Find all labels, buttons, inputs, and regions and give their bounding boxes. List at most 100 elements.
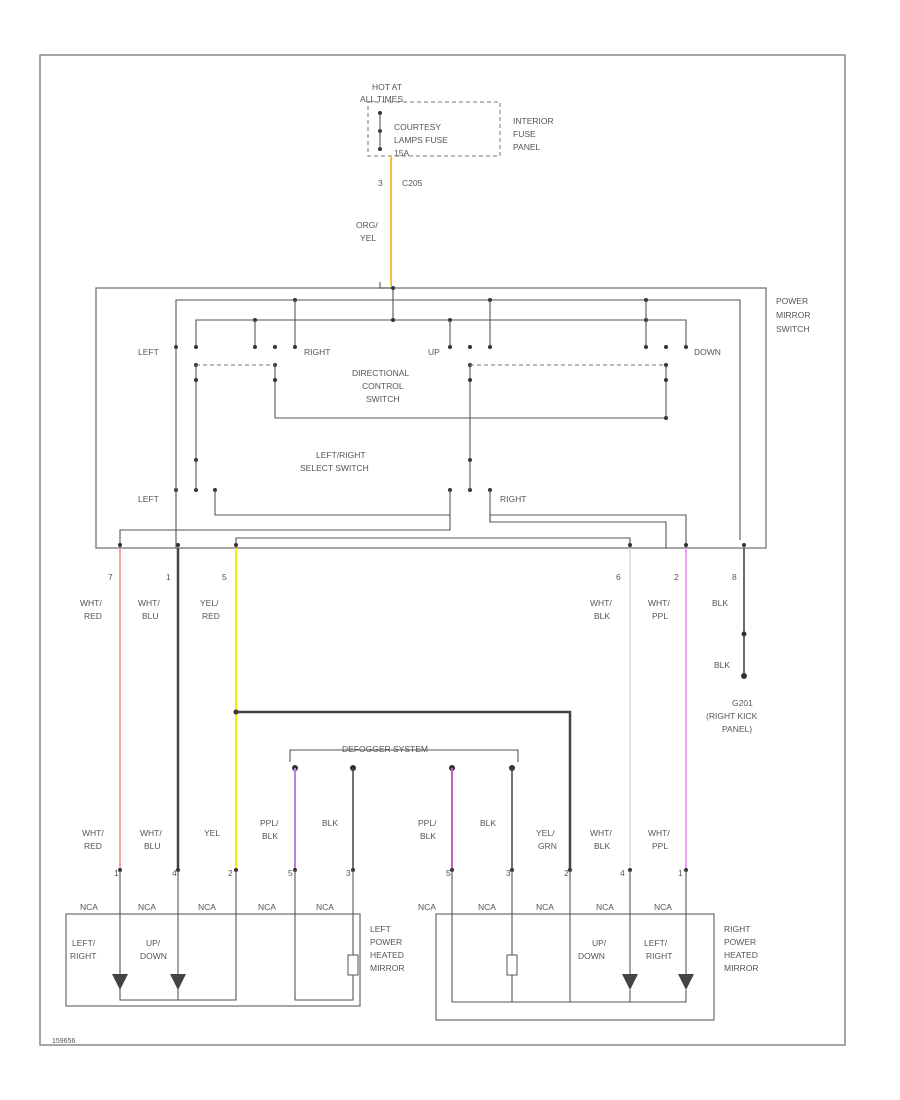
upper-wire-6-pin: 8 (732, 572, 737, 582)
right-mirror-label-line3: HEATED (724, 950, 758, 960)
fuse-rating: 15A (394, 148, 409, 158)
left-mirror-label-line1: LEFT (370, 924, 391, 934)
right-mirror-label-line1: RIGHT (724, 924, 750, 934)
lower-6-pin: 5 (446, 868, 451, 878)
select-label-line1: LEFT/RIGHT (316, 450, 366, 460)
lower-5-conn: NCA (316, 902, 334, 912)
lower-4-line1: PPL/ (260, 818, 279, 828)
upper-wire-1-line1: WHT/ (80, 598, 102, 608)
lower-3-line1: YEL (204, 828, 220, 838)
left-motor2-line2: DOWN (140, 951, 167, 961)
feed-pin: 3 (378, 178, 383, 188)
lower-4-conn: NCA (258, 902, 276, 912)
upper-wire-4-line1: WHT/ (590, 598, 612, 608)
directional-label-line2: CONTROL (362, 381, 404, 391)
ground-g201: BLK G201 (RIGHT KICK PANEL) (706, 631, 758, 734)
lower-10-pin: 1 (678, 868, 683, 878)
directional-label-line3: SWITCH (366, 394, 400, 404)
outer-frame (39, 54, 846, 1046)
lower-7-conn: NCA (478, 902, 496, 912)
upper-wire-5-line2: PPL (652, 611, 668, 621)
pos-up-label: UP (428, 347, 440, 357)
fuse-name-line1: COURTESY (394, 122, 441, 132)
lower-9-conn: NCA (596, 902, 614, 912)
lower-1-line1: WHT/ (82, 828, 104, 838)
figure-id: 159656 (52, 1038, 75, 1045)
right-motor2-line1: LEFT/ (644, 938, 668, 948)
lower-2-line2: BLU (144, 841, 161, 851)
all-times-label: ALL TIMES (360, 94, 403, 104)
select-left-label: LEFT (138, 494, 159, 504)
lower-1-pin: 1 (114, 868, 119, 878)
lower-5-line1: BLK (322, 818, 338, 828)
lower-2-line1: WHT/ (140, 828, 162, 838)
feed-wire-color-line1: ORG/ (356, 220, 378, 230)
lower-5-pin: 3 (346, 868, 351, 878)
right-mirror-label-line4: MIRROR (724, 963, 758, 973)
lower-3-pin: 2 (228, 868, 233, 878)
upper-wire-3-pin: 5 (222, 572, 227, 582)
switch-label-line1: POWER (776, 296, 808, 306)
left-motor1-line2: RIGHT (70, 951, 96, 961)
lower-2-conn: NCA (138, 902, 156, 912)
feed-connector: C205 (402, 178, 423, 188)
left-mirror-label-line3: HEATED (370, 950, 404, 960)
select-right-label: RIGHT (500, 494, 526, 504)
upper-wire-5-pin: 2 (674, 572, 679, 582)
select-label-line2: SELECT SWITCH (300, 463, 369, 473)
left-mirror-label-line2: POWER (370, 937, 402, 947)
lower-7-pin: 3 (506, 868, 511, 878)
upper-wire-2-line1: WHT/ (138, 598, 160, 608)
lower-10-line2: PPL (652, 841, 668, 851)
upper-wires: 7 WHT/ RED 1 WHT/ BLU 5 YEL/ RED 6 WHT/ … (80, 548, 745, 870)
panel-label-line3: PANEL (513, 142, 541, 152)
lower-8-line2: GRN (538, 841, 557, 851)
pos-down-label: DOWN (694, 347, 721, 357)
right-motor1-line1: UP/ (592, 938, 607, 948)
wire-yel-grn (236, 710, 572, 870)
left-motor1-line1: LEFT/ (72, 938, 96, 948)
ground-label-line1: G201 (732, 698, 753, 708)
upper-wire-3-line1: YEL/ (200, 598, 219, 608)
lower-7-line1: BLK (480, 818, 496, 828)
right-power-heated-mirror: UP/ DOWN LEFT/ RIGHT RIGHT POWER HEATED … (435, 870, 758, 1021)
right-motor1-line2: DOWN (578, 951, 605, 961)
upper-wire-5-line1: WHT/ (648, 598, 670, 608)
left-motor2-line1: UP/ (146, 938, 161, 948)
fuse-panel: HOT AT ALL TIMES COURTESY LAMPS FUSE 15A… (360, 82, 554, 158)
upper-wire-4-line2: BLK (594, 611, 610, 621)
directional-label-line1: DIRECTIONAL (352, 368, 409, 378)
ground-label-line3: PANEL) (722, 724, 752, 734)
lower-1-conn: NCA (80, 902, 98, 912)
lower-8-line1: YEL/ (536, 828, 555, 838)
lower-8-conn: NCA (536, 902, 554, 912)
switch-label-line2: MIRROR (776, 310, 810, 320)
connector-pins (118, 868, 688, 872)
lower-8-pin: 2 (564, 868, 569, 878)
feed-wire-color-line2: YEL (360, 233, 376, 243)
panel-label-line1: INTERIOR (513, 116, 554, 126)
lower-3-conn: NCA (198, 902, 216, 912)
ground-wire-label: BLK (714, 660, 730, 670)
defogger-label: DEFOGGER SYSTEM (342, 744, 428, 754)
upper-wire-1-line2: RED (84, 611, 102, 621)
lower-10-conn: NCA (654, 902, 672, 912)
ground-label-line2: (RIGHT KICK (706, 711, 758, 721)
lower-6-line2: BLK (420, 831, 436, 841)
upper-wire-2-pin: 1 (166, 572, 171, 582)
upper-wire-3-line2: RED (202, 611, 220, 621)
lower-9-line2: BLK (594, 841, 610, 851)
power-mirror-switch: POWER MIRROR SWITCH (95, 282, 810, 549)
pos-right-label: RIGHT (304, 347, 330, 357)
defogger-system: DEFOGGER SYSTEM (289, 744, 519, 870)
left-power-heated-mirror: LEFT/ RIGHT UP/ DOWN LEFT POWER HEATED M… (65, 870, 404, 1007)
upper-wire-1-pin: 7 (108, 572, 113, 582)
lower-6-conn: NCA (418, 902, 436, 912)
upper-wire-2-line2: BLU (142, 611, 159, 621)
lower-10-line1: WHT/ (648, 828, 670, 838)
upper-wire-6-line1: BLK (712, 598, 728, 608)
switch-label-line3: SWITCH (776, 324, 810, 334)
lower-9-line1: WHT/ (590, 828, 612, 838)
lower-wire-labels: WHT/ RED 1 NCA WHT/ BLU 4 NCA YEL 2 NCA … (80, 818, 683, 912)
